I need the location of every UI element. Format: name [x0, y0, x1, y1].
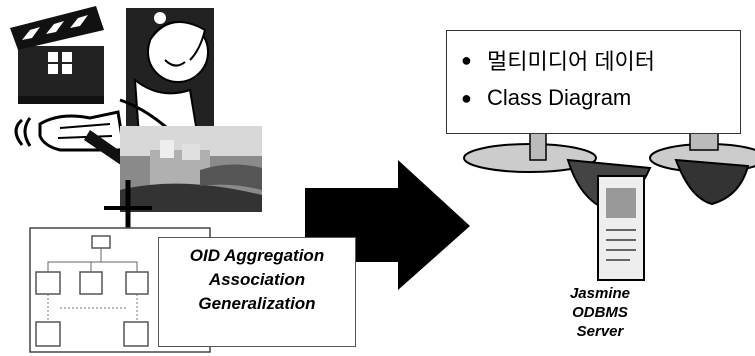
server-label-line-3: Server: [576, 323, 624, 340]
server-label-line-1: Jasmine: [569, 285, 631, 302]
callout-line-3: Generalization: [198, 294, 316, 313]
callout-line-2: Association: [208, 270, 306, 289]
photo-icon: [120, 126, 262, 212]
bullet-item: ● 멀티미디어 데이터: [461, 41, 740, 79]
callout-line-1: OID Aggregation: [189, 246, 325, 265]
bullet-text: Class Diagram: [487, 85, 632, 110]
server-icon: [463, 109, 755, 281]
bullet-textbox: ● 멀티미디어 데이터 ● Class Diagram: [446, 30, 741, 134]
server-label-line-2: ODBMS: [572, 304, 628, 321]
callout-box: OID Aggregation Association Generalizati…: [158, 237, 356, 347]
bullet-item: ● Class Diagram: [461, 79, 740, 117]
left-collage: [10, 6, 470, 353]
bullet-icon: ●: [461, 49, 472, 70]
bullet-text: 멀티미디어 데이터: [487, 49, 656, 74]
clapperboard-icon: [10, 6, 104, 104]
bullet-icon: ●: [461, 87, 472, 108]
server-label: Jasmine ODBMS Server: [560, 284, 640, 341]
